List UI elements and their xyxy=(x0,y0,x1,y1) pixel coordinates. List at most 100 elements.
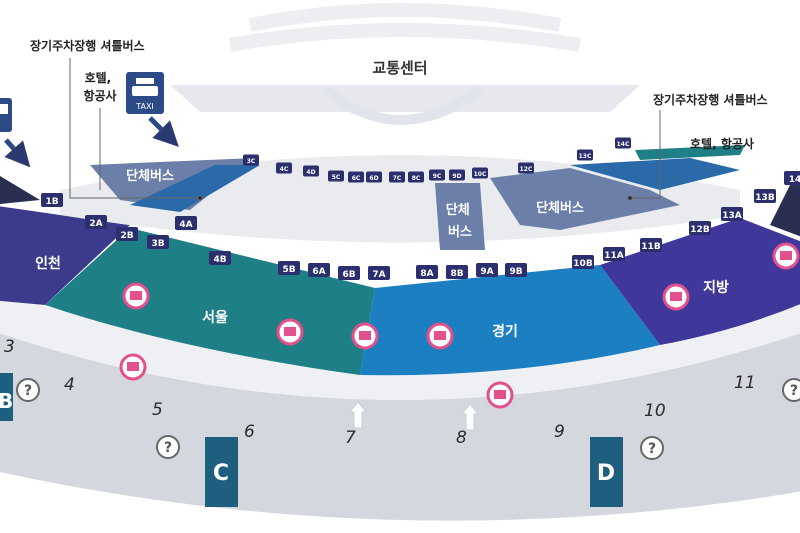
stop-tag-label: 4B xyxy=(213,255,226,265)
ticket-icon xyxy=(486,381,514,409)
stop-tag-bg xyxy=(476,263,498,277)
gate-9: 9 xyxy=(554,422,565,442)
stop-tag-14c[interactable]: 14C xyxy=(615,137,631,149)
group-bus-right-label: 단체버스 xyxy=(536,200,584,216)
group-bus-right-stripe xyxy=(570,158,740,190)
ticket-icon xyxy=(772,242,800,270)
stop-tag-bg xyxy=(603,247,625,261)
stop-tag-7a[interactable]: 7A xyxy=(368,266,390,280)
bus-arrow xyxy=(4,138,31,168)
stop-tag-bg xyxy=(85,215,107,229)
stop-tag-bg xyxy=(348,171,364,183)
stop-tag-label: 2A xyxy=(89,219,102,229)
stop-tag-label: 6A xyxy=(312,267,325,277)
hotel-airline-left-line1: 호텔, xyxy=(85,71,112,85)
stop-tag-label: 8C xyxy=(412,175,421,182)
zone-incheon[interactable] xyxy=(0,205,130,305)
stop-tag-bg xyxy=(572,255,594,269)
group-bus-center-label: 단체 버스 xyxy=(446,202,474,240)
stop-tag-6a[interactable]: 6A xyxy=(308,263,330,277)
help-markers[interactable]: ? ? ? ? xyxy=(16,378,800,460)
stop-tag-7c[interactable]: 7C xyxy=(389,171,405,183)
group-bus-right-area[interactable] xyxy=(490,168,680,230)
stop-tag-4d[interactable]: 4D xyxy=(303,165,319,177)
group-bus-center-label-line1: 단체 xyxy=(446,202,470,218)
stop-tag-bg xyxy=(429,169,445,181)
stop-tag-11b[interactable]: 11B xyxy=(640,238,662,252)
zone-incheon-label: 인천 xyxy=(35,255,61,272)
stop-tag-label: 13C xyxy=(579,153,592,160)
stop-tag-bg xyxy=(175,216,197,230)
stop-tag-label: 8B xyxy=(450,269,463,279)
stop-tag-2b[interactable]: 2B xyxy=(116,227,138,241)
stop-tag-bg xyxy=(368,266,390,280)
stop-tag-8a[interactable]: 8A xyxy=(416,265,438,279)
stop-tag-label: 1B xyxy=(45,197,58,207)
group-bus-center-label-line2: 버스 xyxy=(448,224,472,240)
svg-text:?: ? xyxy=(790,383,798,399)
stop-tag-4c[interactable]: 4C xyxy=(276,162,292,174)
stop-tag-6d[interactable]: 6D xyxy=(366,171,382,183)
group-bus-center-area[interactable] xyxy=(435,183,485,250)
door-c: C xyxy=(205,437,238,507)
door-b: B xyxy=(0,373,13,421)
stop-tag-label: 3B xyxy=(151,239,164,249)
stop-tag-bg xyxy=(276,162,292,174)
group-bus-left-label: 단체버스 xyxy=(126,168,174,184)
stop-tag-label: 8A xyxy=(420,269,433,279)
taxi-icon: TAXI xyxy=(126,72,164,114)
stop-tag-bg xyxy=(518,162,534,174)
stop-tag-bg xyxy=(754,189,776,203)
hotel-airline-left-label: 호텔, 항공사 xyxy=(83,71,116,103)
help-icon: ? xyxy=(156,435,180,459)
stop-tag-4b[interactable]: 4B xyxy=(209,251,231,265)
stop-tag-13b[interactable]: 13B xyxy=(754,189,776,203)
svg-text:?: ? xyxy=(164,440,172,456)
gate-11: 11 xyxy=(734,373,756,393)
stop-tag-label: 6B xyxy=(342,270,355,280)
stop-tag-bg xyxy=(41,193,63,207)
stop-tag-label: 10C xyxy=(474,171,487,178)
stop-tag-14[interactable]: 14 xyxy=(784,171,800,185)
stop-tag-9d[interactable]: 9D xyxy=(449,169,465,181)
stop-tag-3b[interactable]: 3B xyxy=(147,235,169,249)
stop-tag-8c[interactable]: 8C xyxy=(408,171,424,183)
stop-tag-13c[interactable]: 13C xyxy=(577,149,593,161)
zone-right-dark xyxy=(770,182,800,237)
hotel-airline-right-label: 호텔, 항공사 xyxy=(690,136,754,151)
stop-tag-6b[interactable]: 6B xyxy=(338,266,360,280)
stop-tag-bg xyxy=(338,266,360,280)
gate-6: 6 xyxy=(244,422,255,442)
stop-tag-12b[interactable]: 12B xyxy=(689,221,711,235)
stop-tag-12c[interactable]: 12C xyxy=(518,162,534,174)
stop-tag-label: 12B xyxy=(690,225,710,235)
stop-tag-13a[interactable]: 13A xyxy=(721,207,743,221)
stop-tag-bg xyxy=(505,263,527,277)
stop-tag-9b[interactable]: 9B xyxy=(505,263,527,277)
stop-tag-bg xyxy=(116,227,138,241)
stop-tag-label: 4A xyxy=(179,220,192,230)
hotel-airline-left-line2: 항공사 xyxy=(83,88,116,103)
stop-tag-11a[interactable]: 11A xyxy=(603,247,625,261)
stop-tag-bg xyxy=(147,235,169,249)
stop-tag-9a[interactable]: 9A xyxy=(476,263,498,277)
stop-tag-6c[interactable]: 6C xyxy=(348,171,364,183)
stop-tag-10c[interactable]: 10C xyxy=(472,167,488,179)
stop-tag-3c[interactable]: 3C xyxy=(243,154,259,166)
stop-tag-label: 10B xyxy=(573,259,593,269)
stop-tag-10b[interactable]: 10B xyxy=(572,255,594,269)
stop-tag-5b[interactable]: 5B xyxy=(278,261,300,275)
stop-tag-bg xyxy=(209,251,231,265)
stop-tag-8b[interactable]: 8B xyxy=(446,265,468,279)
stop-tag-2a[interactable]: 2A xyxy=(85,215,107,229)
ticket-markers[interactable] xyxy=(119,242,800,409)
taxi-arrow xyxy=(148,116,179,147)
stop-tag-1b[interactable]: 1B xyxy=(41,193,63,207)
stop-tag-bg xyxy=(408,171,424,183)
stop-tag-4a[interactable]: 4A xyxy=(175,216,197,230)
stop-tag-5c[interactable]: 5C xyxy=(328,170,344,182)
stop-tag-9c[interactable]: 9C xyxy=(429,169,445,181)
gate-5: 5 xyxy=(152,400,163,420)
gate-4: 4 xyxy=(64,375,75,395)
zone-gyeonggi-label: 경기 xyxy=(492,323,518,340)
